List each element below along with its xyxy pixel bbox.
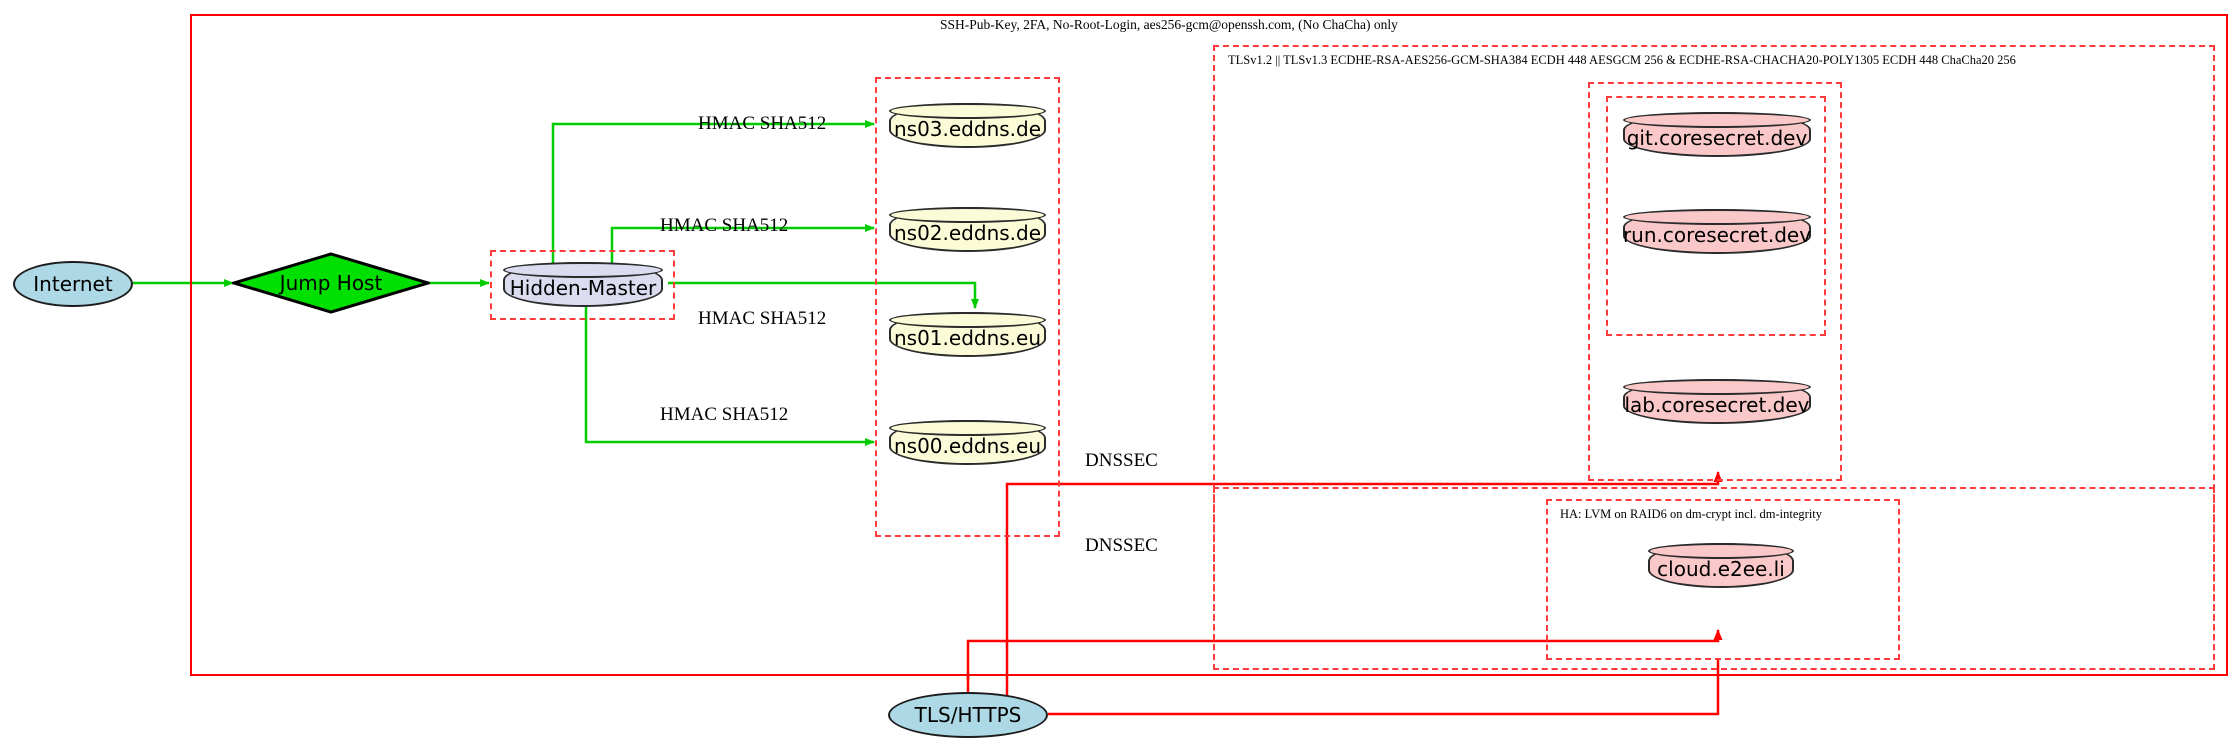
node-lab-coresecret[interactable]: lab.coresecret.dev [1623,379,1811,424]
edge-label-hmac-ns01: HMAC SHA512 [698,308,827,329]
node-lab-coresecret-label: lab.coresecret.dev [1624,392,1810,417]
node-git-coresecret[interactable]: git.coresecret.dev [1623,112,1811,157]
node-tls-https-label: TLS/HTTPS [914,703,1022,727]
cluster-tls-zone-label: TLSv1.2 || TLSv1.3 ECDHE-RSA-AES256-GCM-… [1228,53,2016,67]
cluster-ha-zone-label: HA: LVM on RAID6 on dm-crypt incl. dm-in… [1560,507,1823,521]
cluster-dnssec-zone [1213,487,2215,670]
node-ns03[interactable]: ns03.eddns.de [889,103,1046,148]
edge-label-hmac-ns03: HMAC SHA512 [698,113,827,134]
cylinder-top-icon [1623,379,1811,395]
edge-label-dnssec-upper: DNSSEC [1085,450,1158,471]
node-ns00[interactable]: ns00.eddns.eu [889,420,1046,465]
node-cloud-e2ee[interactable]: cloud.e2ee.li [1648,543,1794,588]
edge-label-hmac-ns02: HMAC SHA512 [660,215,789,236]
node-ns00-label: ns00.eddns.eu [893,433,1042,458]
cluster-coresecret-inner-zone [1606,96,1826,336]
node-jump-host[interactable]: Jump Host [232,252,430,314]
node-hidden-master[interactable]: Hidden-Master [503,262,663,307]
node-tls-https[interactable]: TLS/HTTPS [888,692,1048,738]
cluster-dns-zone [875,77,1060,537]
cluster-ha-zone [1546,499,1900,660]
cluster-master-zone [490,250,675,320]
cylinder-top-icon [889,207,1046,223]
cylinder-top-icon [1623,112,1811,128]
cylinder-top-icon [1648,543,1794,559]
cluster-ssh-zone [190,14,2228,676]
node-ns01-label: ns01.eddns.eu [893,325,1042,350]
cylinder-top-icon [889,420,1046,436]
node-run-coresecret[interactable]: run.coresecret.dev [1623,209,1811,254]
cluster-coresecret-zone [1588,82,1842,481]
cylinder-top-icon [889,103,1046,119]
cluster-ssh-zone-label: SSH-Pub-Key, 2FA, No-Root-Login, aes256-… [940,17,1398,32]
node-git-coresecret-label: git.coresecret.dev [1626,125,1808,150]
node-ns01[interactable]: ns01.eddns.eu [889,312,1046,357]
edge-label-hmac-ns00: HMAC SHA512 [660,404,789,425]
cylinder-top-icon [1623,209,1811,225]
node-ns02-label: ns02.eddns.de [893,220,1042,245]
node-internet[interactable]: Internet [13,261,133,307]
cylinder-top-icon [889,312,1046,328]
node-ns02[interactable]: ns02.eddns.de [889,207,1046,252]
edge-label-dnssec-lower: DNSSEC [1085,535,1158,556]
node-hidden-master-label: Hidden-Master [509,275,657,300]
node-internet-label: Internet [33,272,113,296]
node-ns03-label: ns03.eddns.de [893,116,1042,141]
node-run-coresecret-label: run.coresecret.dev [1622,222,1812,247]
cylinder-top-icon [503,262,663,278]
node-cloud-e2ee-label: cloud.e2ee.li [1657,556,1785,581]
